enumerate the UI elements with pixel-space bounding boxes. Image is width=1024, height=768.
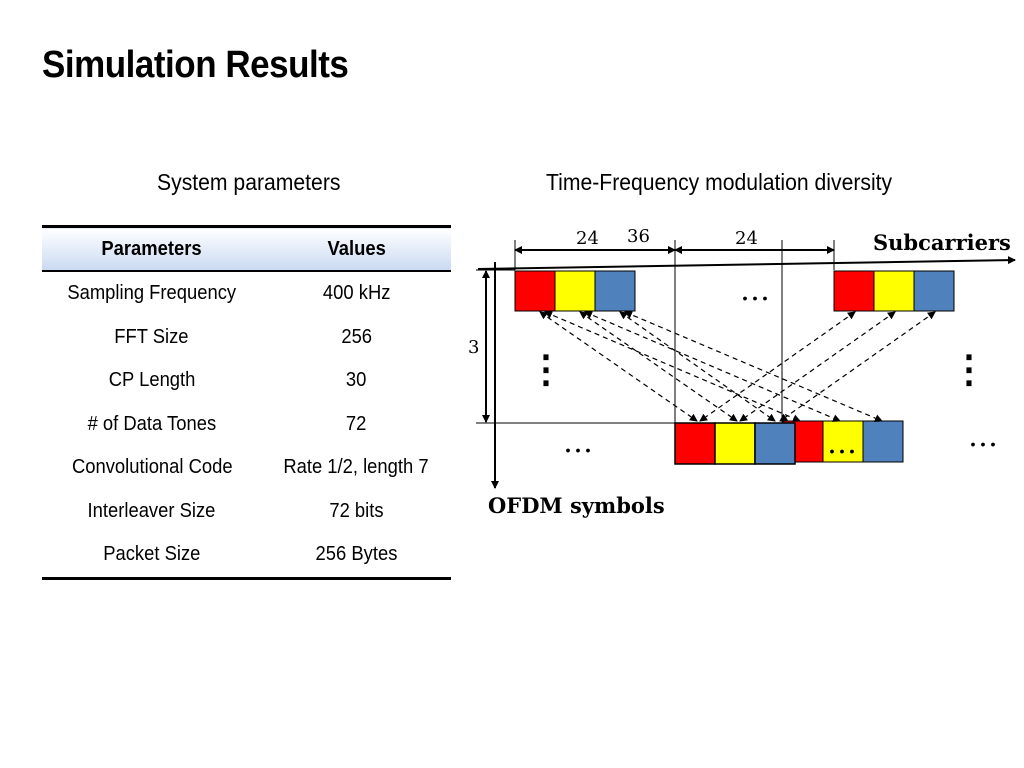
param-name: Sampling Frequency bbox=[67, 282, 237, 305]
vertical-ellipsis-right: ⋮ bbox=[950, 346, 988, 391]
header-values: Values bbox=[261, 225, 451, 272]
system-parameters-table: Parameters Values Sampling Frequency 400… bbox=[42, 225, 451, 580]
table-row: # of Data Tones 72 bbox=[42, 403, 451, 447]
param-name: FFT Size bbox=[114, 325, 189, 348]
system-parameters-caption: System parameters bbox=[157, 169, 341, 195]
table-row: Packet Size 256 Bytes bbox=[42, 533, 451, 580]
dim-label: 36 bbox=[627, 226, 650, 247]
param-name: CP Length bbox=[108, 369, 196, 392]
symbol-block-top-left bbox=[514, 270, 636, 312]
subcarrier-axis bbox=[477, 256, 1016, 270]
modulation-diversity-caption: Time-Frequency modulation diversity bbox=[546, 169, 893, 195]
symbol-block-bottom-left bbox=[674, 422, 796, 465]
mapping-arrows bbox=[539, 311, 936, 422]
table-row: Interleaver Size 72 bits bbox=[42, 490, 451, 534]
table-header-row: Parameters Values bbox=[42, 225, 451, 272]
param-name: Packet Size bbox=[42, 533, 262, 580]
x-axis-label: Subcarriers bbox=[873, 230, 1011, 255]
ellipsis-bottom-right: … bbox=[968, 419, 998, 454]
param-value: 256 Bytes bbox=[261, 533, 451, 580]
table-row: CP Length 30 bbox=[42, 359, 451, 403]
param-value: 72 bbox=[346, 412, 367, 435]
param-name: # of Data Tones bbox=[87, 412, 217, 435]
param-value: 400 kHz bbox=[322, 282, 391, 305]
y-axis-label: OFDM symbols bbox=[488, 493, 665, 518]
param-value: 256 bbox=[340, 325, 372, 348]
table-row: Sampling Frequency 400 kHz bbox=[42, 271, 451, 316]
ellipsis-bottom-middle: … bbox=[827, 426, 857, 461]
param-name: Convolutional Code bbox=[71, 456, 233, 479]
table-row: FFT Size 256 bbox=[42, 316, 451, 360]
vertical-ellipsis-left: ⋮ bbox=[527, 346, 565, 391]
page-title: Simulation Results bbox=[42, 44, 349, 86]
symbol-block-top-right bbox=[833, 270, 955, 312]
table-row: Convolutional Code Rate 1/2, length 7 bbox=[42, 446, 451, 490]
vertical-dim-label: 3 bbox=[468, 337, 479, 358]
param-value: 72 bits bbox=[329, 499, 384, 522]
ellipsis-top: … bbox=[740, 273, 770, 308]
header-parameters: Parameters bbox=[42, 225, 262, 272]
param-value: Rate 1/2, length 7 bbox=[283, 456, 429, 479]
param-value: 30 bbox=[346, 369, 367, 392]
dim-label: 24 bbox=[735, 228, 758, 249]
dim-label: 24 bbox=[576, 228, 599, 249]
param-name: Interleaver Size bbox=[87, 499, 216, 522]
ellipsis-bottom-left: … bbox=[563, 425, 593, 460]
